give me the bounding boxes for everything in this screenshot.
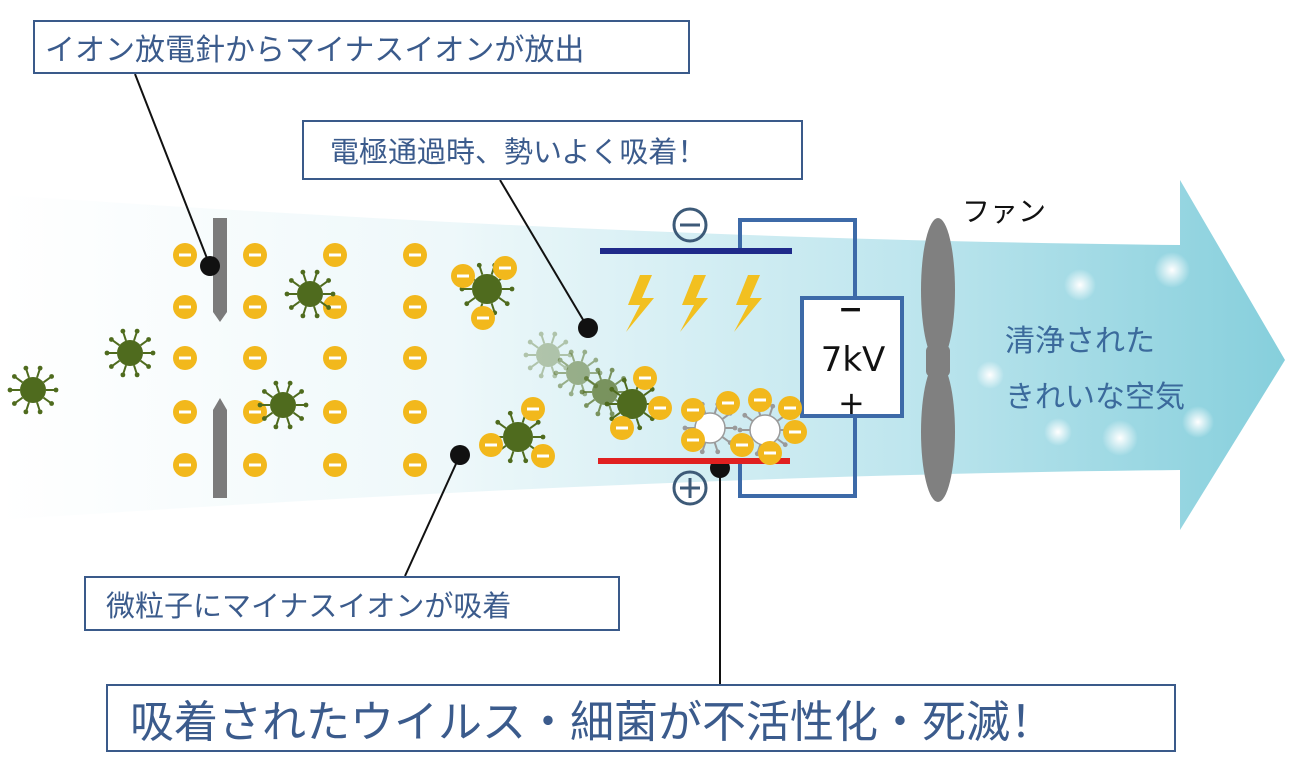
electrode-circuit xyxy=(738,218,904,498)
negative-ion xyxy=(471,306,495,330)
negative-ion xyxy=(521,397,545,421)
negative-ion xyxy=(323,400,347,424)
virus-particle xyxy=(284,269,336,319)
negative-ion xyxy=(323,346,347,370)
negative-ion xyxy=(778,396,802,420)
positive-electrode-plate xyxy=(598,458,790,464)
negative-ion xyxy=(681,428,705,452)
callout-electrode-adsorption: 電極通過時、勢いよく吸着！ xyxy=(302,120,803,180)
negative-ion xyxy=(173,400,197,424)
negative-ion xyxy=(633,366,657,390)
negative-ion xyxy=(748,388,772,412)
negative-ion-grid xyxy=(173,243,427,477)
negative-ion xyxy=(243,243,267,267)
negative-ion xyxy=(610,416,634,440)
negative-ion xyxy=(531,444,555,468)
power-supply-box xyxy=(800,296,904,418)
negative-ion xyxy=(493,256,517,280)
callout-ion-emission: イオン放電針からマイナスイオンが放出 xyxy=(33,20,690,74)
negative-ion xyxy=(173,453,197,477)
virus-particle xyxy=(104,328,156,378)
virus-particle xyxy=(737,403,793,457)
negative-ion xyxy=(451,264,475,288)
negative-ion xyxy=(173,243,197,267)
positive-polarity-icon xyxy=(672,470,708,506)
callout-electrode-adsorption-text: 電極通過時、勢いよく吸着！ xyxy=(330,135,707,169)
negative-ion xyxy=(403,295,427,319)
negative-polarity-icon xyxy=(672,207,708,243)
negative-ion xyxy=(479,433,503,457)
negative-ion xyxy=(403,453,427,477)
negative-ion xyxy=(403,400,427,424)
callout-particle-adsorption: 微粒子にマイナスイオンが吸着 xyxy=(84,576,620,631)
negative-ion xyxy=(403,346,427,370)
voltage-plus-label: + xyxy=(838,384,865,422)
lightning-icons xyxy=(626,275,762,332)
negative-ion xyxy=(783,420,807,444)
voltage-label: 7kV xyxy=(820,340,886,380)
negative-electrode-plate xyxy=(600,248,792,254)
negative-ion xyxy=(323,295,347,319)
fan-icon xyxy=(921,218,955,502)
virus-particles xyxy=(7,256,807,468)
negative-ion xyxy=(173,346,197,370)
negative-ion xyxy=(648,396,672,420)
callout-result: 吸着されたウイルス・細菌が不活性化・死滅！ xyxy=(106,684,1176,752)
connector-lines xyxy=(134,73,721,684)
sparkles xyxy=(976,252,1214,456)
callout-ion-emission-text: イオン放電針からマイナスイオンが放出 xyxy=(45,33,585,68)
negative-ion xyxy=(403,243,427,267)
virus-particle xyxy=(7,365,59,415)
negative-ion xyxy=(323,243,347,267)
negative-ion xyxy=(243,453,267,477)
negative-ion xyxy=(173,295,197,319)
callout-result-text: 吸着されたウイルス・細菌が不活性化・死滅！ xyxy=(130,697,1054,748)
negative-ion xyxy=(243,346,267,370)
fan-label: ファン xyxy=(962,195,1047,228)
clean-air-label-line1: 清浄された xyxy=(1005,324,1155,359)
negative-ion xyxy=(243,295,267,319)
negative-ion xyxy=(681,398,705,422)
ion-discharge-needle xyxy=(213,218,227,498)
negative-ion xyxy=(716,391,740,415)
voltage-minus-label: − xyxy=(838,292,864,327)
negative-ion xyxy=(758,441,782,465)
virus-particle xyxy=(257,380,309,430)
negative-ion xyxy=(730,433,754,457)
clean-air-label-line2: きれいな空気 xyxy=(1005,380,1185,415)
airflow-arrow xyxy=(0,180,1285,530)
negative-ion xyxy=(323,453,347,477)
callout-particle-adsorption-text: 微粒子にマイナスイオンが吸着 xyxy=(106,588,512,623)
